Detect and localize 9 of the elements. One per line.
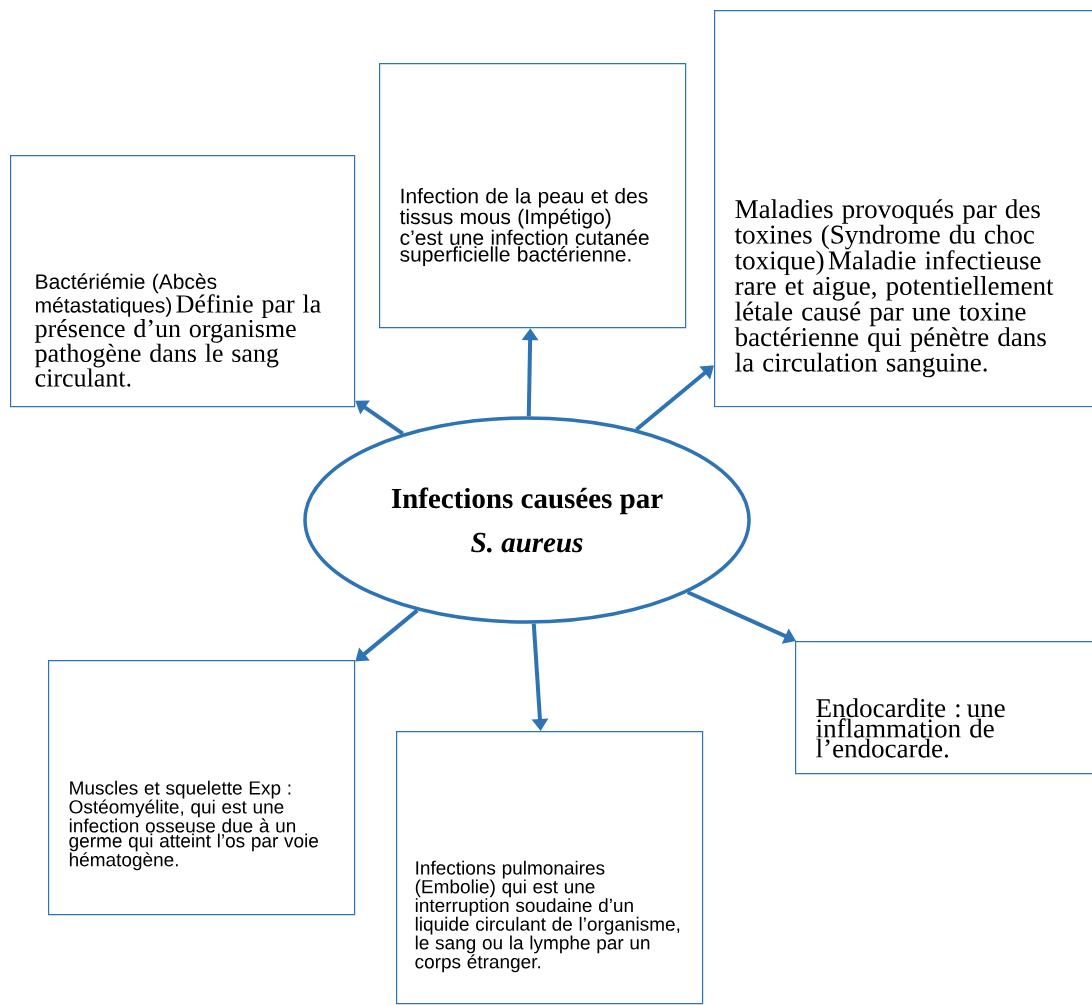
arrow: [355, 608, 419, 662]
text-box: Endocardite : une inflammation de l’endocarde.: [795, 641, 1092, 775]
text-box: Infections pulmonaires (Embolie) qui est une interruption soudaine d’un liquide circulant de l’organisme, le sang ou la lymphe par un corps étranger.: [396, 731, 704, 1005]
arrow: [355, 400, 404, 436]
text-box: Maladies provoqués par des toxines (Syndrome du choc toxique) Maladie infectieuse rare et aigue, potentiellement létale causé par une toxine bactérienne qui pénètre dans la circulation sanguine.: [714, 10, 1092, 408]
text-box: Muscles et squelette Exp : Ostéomyélite, qui est une infection osseuse due à un germe qui atteint l’os par voie hématogène.: [48, 660, 356, 916]
arrow: [635, 365, 714, 432]
text-box: Infection de la peau et des tissus mous (Impétigo) c’est une infection cutanée superficielle bactérienne.: [379, 63, 687, 329]
text-box: Bactériémie (Abcès métastatiques) Définie par la présence d’un organisme pathogène dans le sang circulant.: [10, 155, 356, 408]
